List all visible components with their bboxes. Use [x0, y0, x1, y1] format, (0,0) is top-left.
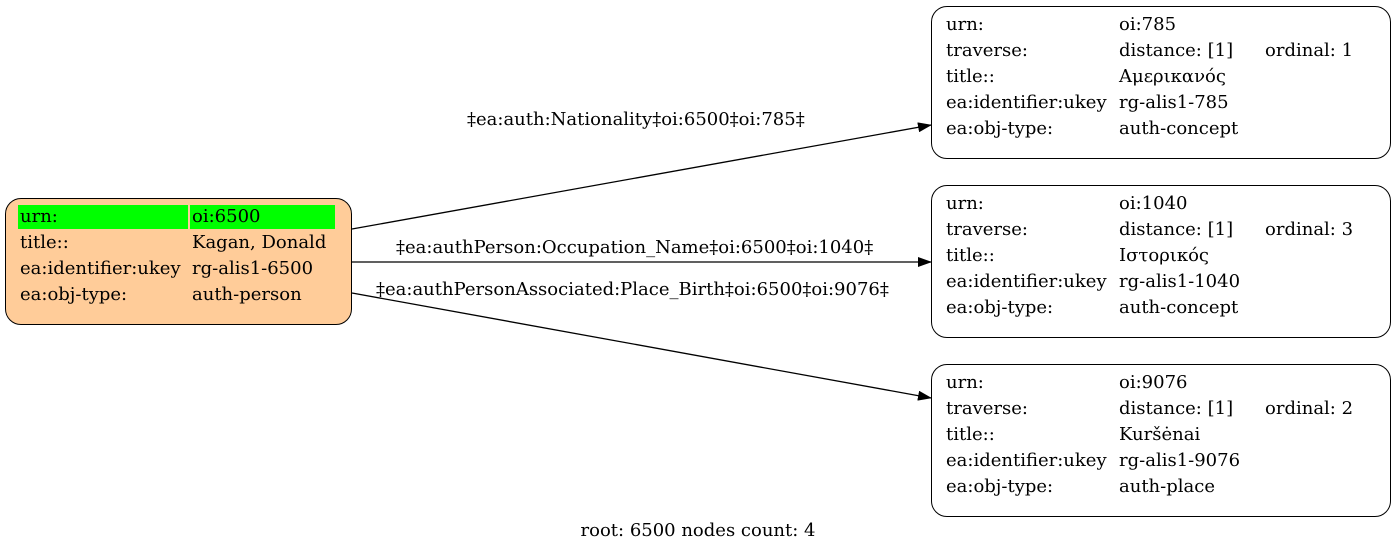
root-node-ukey-key: ea:identifier:ukey — [20, 258, 181, 279]
edge-birthplace-line — [351, 292, 932, 401]
edge-label-birthplace: ‡ea:authPersonAssociated:Place_Birth‡oi:… — [376, 279, 889, 300]
node-ukey-key: ea:identifier:ukey — [946, 271, 1107, 292]
root-node-type-key: ea:obj-type: — [20, 284, 128, 305]
node-traverse-key: traverse: — [946, 40, 1028, 61]
root-node-row-type: ea:obj-type: auth-person — [18, 283, 335, 307]
node-title-key: title:: — [946, 424, 995, 445]
node-oi-9076-table: urn: oi:9076 traverse: distance: [1] ord… — [942, 369, 1357, 501]
node-oi-1040-table: urn: oi:1040 traverse: distance: [1] ord… — [942, 190, 1357, 322]
node-urn-key: urn: — [946, 193, 984, 214]
node-oi-785-table: urn: oi:785 traverse: distance: [1] ordi… — [942, 11, 1357, 143]
node-title-value: Kuršėnai — [1119, 424, 1201, 445]
graph-footer: root: 6500 nodes count: 4 — [580, 520, 816, 541]
node-type-key: ea:obj-type: — [946, 118, 1054, 139]
node-type-value: auth-concept — [1119, 297, 1239, 318]
node-type-value: auth-concept — [1119, 118, 1239, 139]
root-node-row-urn: urn: oi:6500 — [18, 205, 335, 229]
root-node-urn-key: urn: — [18, 205, 188, 229]
node-traverse-key: traverse: — [946, 398, 1028, 419]
node-row-urn: urn: oi:785 — [944, 13, 1355, 37]
node-row-title: title:: Αμερικανός — [944, 65, 1355, 89]
node-ordinal-value: ordinal: 1 — [1265, 40, 1354, 61]
node-row-title: title:: Ιστορικός — [944, 244, 1355, 268]
root-node-type-value: auth-person — [192, 284, 302, 305]
root-node-row-ukey: ea:identifier:ukey rg-alis1-6500 — [18, 257, 335, 281]
node-distance-value: distance: [1] — [1119, 219, 1234, 240]
edge-label-occupation: ‡ea:authPerson:Occupation_Name‡oi:6500‡o… — [396, 237, 874, 258]
node-row-title: title:: Kuršėnai — [944, 423, 1355, 447]
root-node[interactable]: urn: oi:6500 title:: Kagan, Donald ea:id… — [5, 198, 352, 325]
node-row-traverse: traverse: distance: [1] ordinal: 2 — [944, 397, 1355, 421]
node-urn-value: oi:785 — [1119, 14, 1177, 35]
node-ukey-value: rg-alis1-785 — [1119, 92, 1229, 113]
node-oi-9076[interactable]: urn: oi:9076 traverse: distance: [1] ord… — [931, 364, 1391, 517]
node-row-urn: urn: oi:1040 — [944, 192, 1355, 216]
node-ukey-key: ea:identifier:ukey — [946, 92, 1107, 113]
node-ukey-value: rg-alis1-1040 — [1119, 271, 1241, 292]
node-oi-1040[interactable]: urn: oi:1040 traverse: distance: [1] ord… — [931, 185, 1391, 338]
node-row-ukey: ea:identifier:ukey rg-alis1-785 — [944, 91, 1355, 115]
node-title-key: title:: — [946, 66, 995, 87]
node-type-key: ea:obj-type: — [946, 476, 1054, 497]
node-urn-value: oi:9076 — [1119, 372, 1188, 393]
node-type-value: auth-place — [1119, 476, 1215, 497]
node-title-key: title:: — [946, 245, 995, 266]
node-ukey-key: ea:identifier:ukey — [946, 450, 1107, 471]
node-title-value: Αμερικανός — [1119, 66, 1226, 87]
root-node-title-key: title:: — [20, 232, 69, 253]
node-row-ukey: ea:identifier:ukey rg-alis1-9076 — [944, 449, 1355, 473]
node-type-key: ea:obj-type: — [946, 297, 1054, 318]
node-row-urn: urn: oi:9076 — [944, 371, 1355, 395]
node-urn-key: urn: — [946, 372, 984, 393]
root-node-urn-value: oi:6500 — [190, 205, 335, 229]
node-title-value: Ιστορικός — [1119, 245, 1209, 266]
node-row-type: ea:obj-type: auth-concept — [944, 117, 1355, 141]
node-row-type: ea:obj-type: auth-concept — [944, 296, 1355, 320]
node-traverse-key: traverse: — [946, 219, 1028, 240]
root-node-title-value: Kagan, Donald — [192, 232, 327, 253]
node-row-type: ea:obj-type: auth-place — [944, 475, 1355, 499]
edge-label-nationality: ‡ea:auth:Nationality‡oi:6500‡oi:785‡ — [467, 109, 805, 130]
root-node-table: urn: oi:6500 title:: Kagan, Donald ea:id… — [16, 203, 337, 309]
node-row-traverse: traverse: distance: [1] ordinal: 1 — [944, 39, 1355, 63]
root-node-row-title: title:: Kagan, Donald — [18, 231, 335, 255]
edge-nationality-line — [351, 122, 932, 230]
node-distance-value: distance: [1] — [1119, 40, 1234, 61]
node-oi-785[interactable]: urn: oi:785 traverse: distance: [1] ordi… — [931, 6, 1391, 159]
node-ukey-value: rg-alis1-9076 — [1119, 450, 1241, 471]
node-distance-value: distance: [1] — [1119, 398, 1234, 419]
node-ordinal-value: ordinal: 2 — [1265, 398, 1354, 419]
node-urn-key: urn: — [946, 14, 984, 35]
node-row-ukey: ea:identifier:ukey rg-alis1-1040 — [944, 270, 1355, 294]
root-node-ukey-value: rg-alis1-6500 — [192, 258, 314, 279]
node-row-traverse: traverse: distance: [1] ordinal: 3 — [944, 218, 1355, 242]
node-ordinal-value: ordinal: 3 — [1265, 219, 1354, 240]
node-urn-value: oi:1040 — [1119, 193, 1188, 214]
